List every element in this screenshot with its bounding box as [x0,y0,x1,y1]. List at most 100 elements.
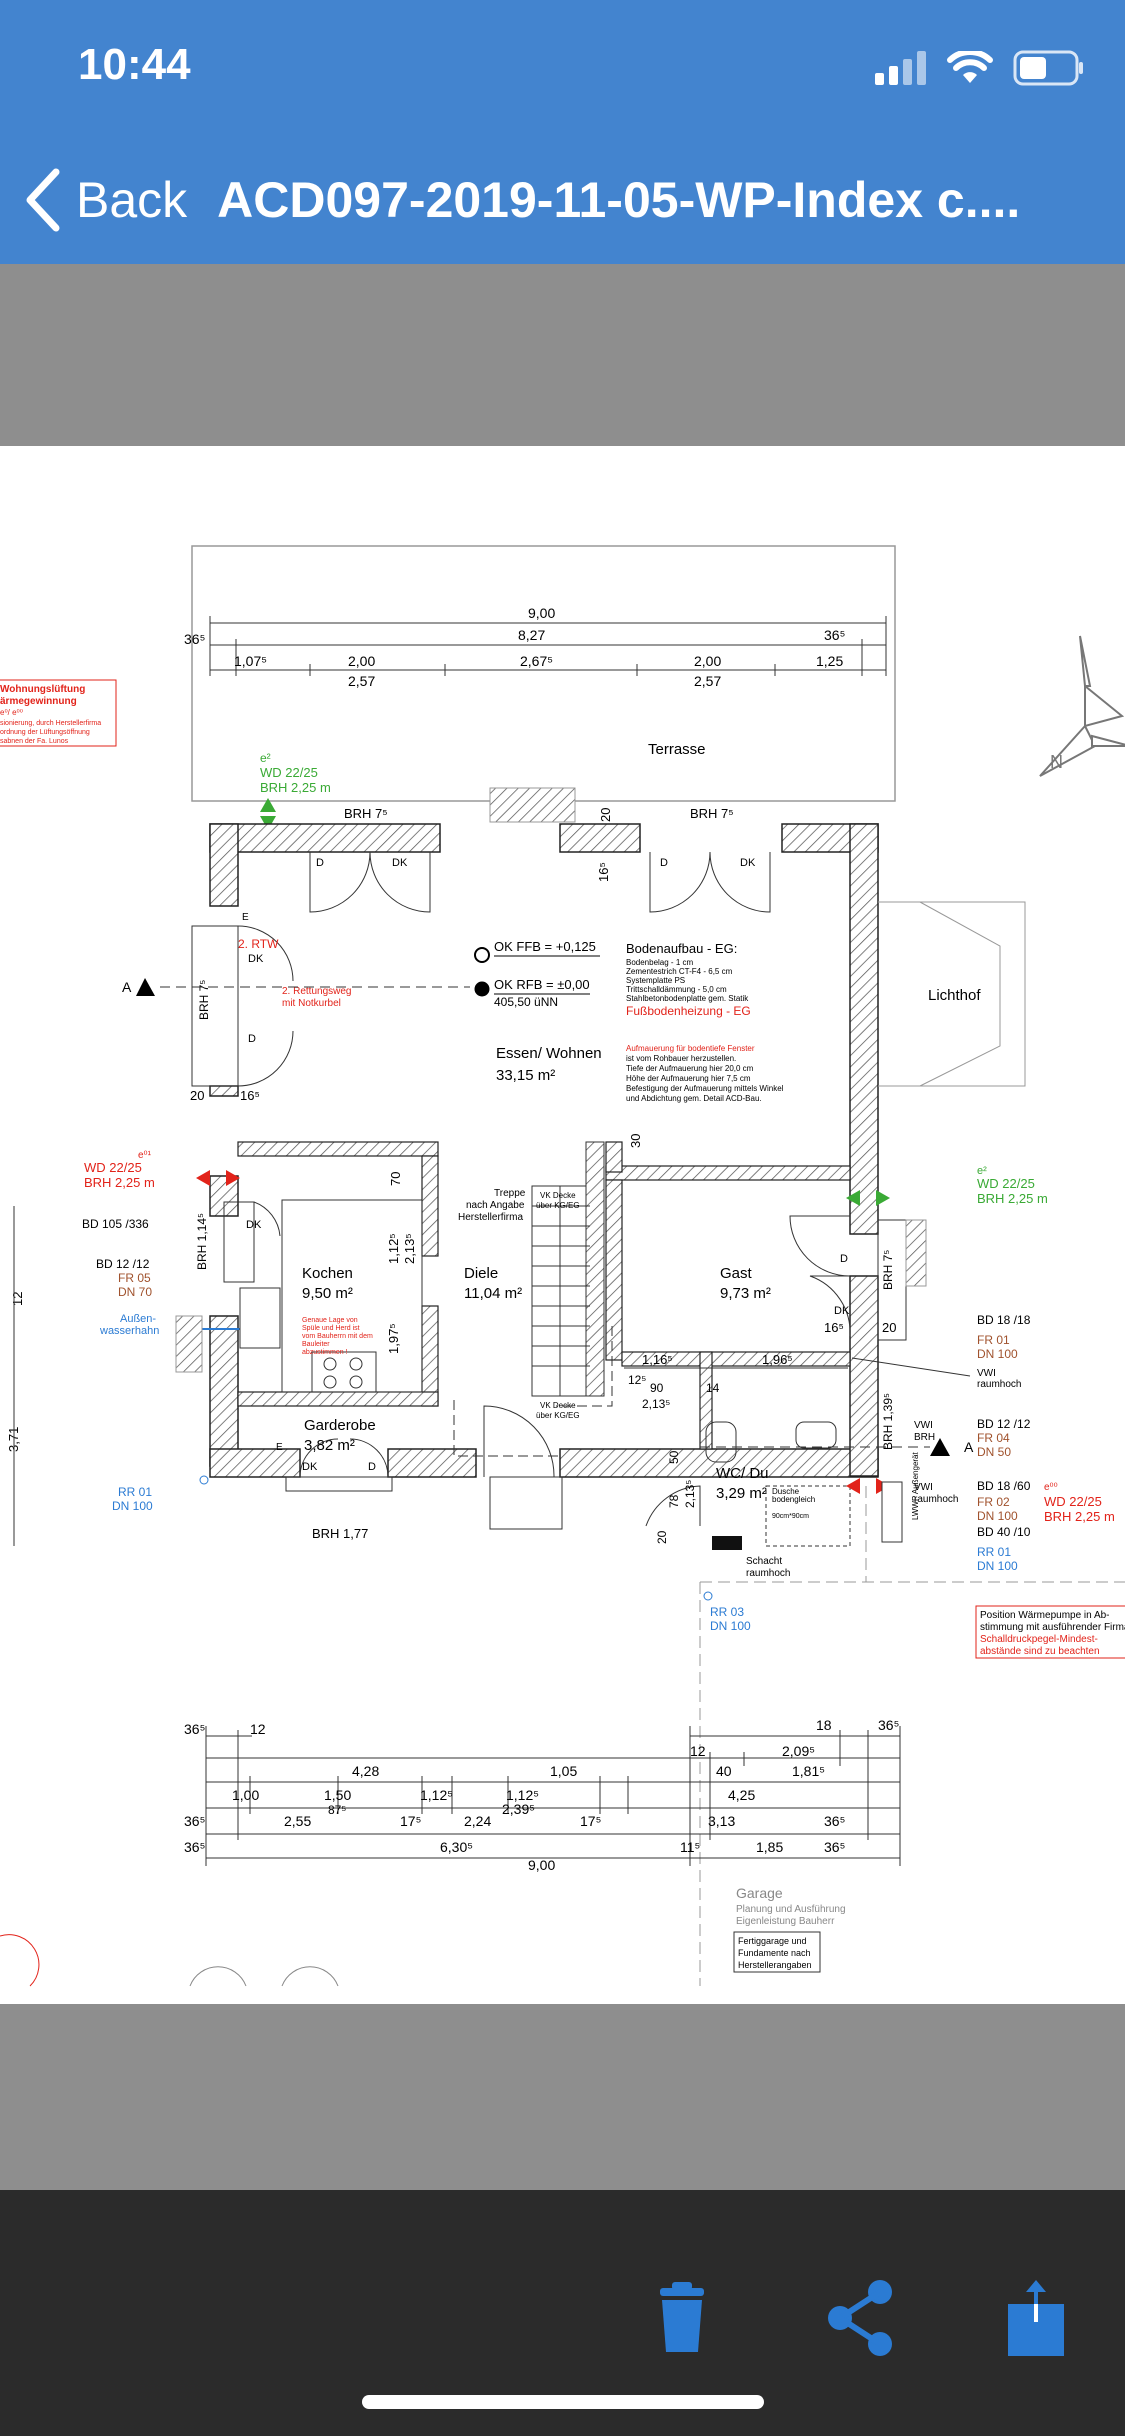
lichthof-outline [878,901,1026,1087]
ok-ffb-marker [474,947,490,963]
back-button[interactable]: Back [24,168,187,232]
room-essen-name: Essen/ Wohnen [496,1045,602,1062]
compass-icon: N [1039,635,1125,777]
dim-top-125: 1,25 [816,653,843,669]
dimension-lines-bottom [205,1726,901,1866]
dim-b-r4-365b: 36⁵ [824,1813,845,1829]
left-aussen1: Außen- [120,1313,156,1325]
dim-b-428: 4,28 [352,1763,379,1779]
left-bd12: BD 12 /12 [96,1257,150,1271]
dim-b-100: 1,00 [232,1787,259,1803]
wifi-icon [947,51,993,83]
dim-197: 1,97⁵ [386,1323,401,1354]
brh75-top-a: BRH 7⁵ [344,806,388,821]
dim-top-200b: 2,00 [694,653,721,669]
dim-112: 1,12⁵ [386,1233,401,1264]
export-button[interactable] [996,2278,1076,2358]
delete-button[interactable] [642,2278,722,2358]
treppe-3: Herstellerfirma [458,1212,523,1223]
nav-bar: Back ACD097-2019-11-05-WP-Index c.... [0,160,1125,240]
right-bd4010: BD 40 /10 [977,1525,1031,1539]
share-button[interactable] [820,2278,900,2358]
dim-b-255: 2,55 [284,1813,311,1829]
vk-decke2-b: über KG/EG [536,1411,580,1420]
kitchen-note-4: Bauleiter [302,1341,330,1348]
kitchen-note-1: Genaue Lage von [302,1317,358,1324]
section-marker-a2 [930,1438,950,1456]
left-dn100: DN 100 [112,1499,153,1513]
right-dn100b: DN 100 [977,1509,1018,1523]
entry-step [489,1476,563,1530]
dim-top-900: 9,00 [528,605,555,621]
dim-20-wc: 20 [655,1530,669,1544]
treppe-2: nach Angabe [466,1200,525,1211]
signal-icon [875,51,926,85]
right-lwwp: LWWP Außengerät [911,1451,920,1520]
vk-decke1-a: VK Decke [540,1191,576,1200]
dim-b-105: 1,05 [550,1763,577,1779]
schacht-2: raumhoch [746,1568,790,1579]
gast-door [789,1215,851,1277]
shaft [712,1536,742,1550]
dim-b-313: 3,13 [708,1813,735,1829]
pdf-page[interactable]: Terrasse 9,00 8,27 36⁵ 36⁵ 1,07⁵ 2,00 2,… [0,446,1125,2004]
nn-level: 405,50 üNN [494,995,558,1009]
left-aussen2: wasserhahn [99,1325,159,1337]
rtw-swing [237,925,294,1087]
right-e2: e² [977,1165,987,1177]
wp-note-2: stimmung mit ausführender Firma [980,1622,1125,1633]
dim-b-12b: 12 [690,1743,706,1759]
dim-b-181: 1,81⁵ [792,1763,825,1779]
svg-text:N: N [1050,752,1063,772]
right-dn100a: DN 100 [977,1347,1018,1361]
outdoor-faucet [175,1315,203,1373]
lichthof-label: Lichthof [928,987,981,1004]
dim-213b: 2,13⁵ [642,1397,670,1411]
arrow-red-right [846,1478,890,1494]
right-bd1818: BD 18 /18 [977,1313,1031,1327]
right-e00: e⁰⁰ [1044,1482,1058,1493]
label-e2: E [276,1442,283,1453]
bodenaufbau-l5: Stahlbetonbodenplatte gem. Statik [626,994,749,1003]
room-kochen-name: Kochen [302,1265,353,1282]
bottom-gray-area [0,2004,1125,2190]
garderobe-dk: DK [302,1461,318,1473]
gast-dk: DK [834,1305,850,1317]
dim-20-gast: 20 [882,1320,896,1335]
dim-top-36b: 36⁵ [824,627,845,643]
left-bd105: BD 105 /336 [82,1217,149,1231]
brh177: BRH 1,77 [312,1526,368,1541]
header-bar: 10:44 Back ACD097-2019-11-05-WP-Index c.… [0,0,1125,264]
dim-30: 30 [628,1134,643,1148]
dim-b-175: 17⁵ [400,1813,421,1829]
dim-top-107: 1,07⁵ [234,653,267,669]
left-brh114: BRH 1,14⁵ [195,1213,209,1270]
export-icon [1008,2280,1064,2356]
aufmauerung-2: ist vom Rohbauer herzustellen. [626,1054,736,1063]
right-fr01: FR 01 [977,1333,1010,1347]
room-wc-name: WC/ Du [716,1465,769,1482]
home-indicator [362,2395,764,2409]
dim-b-185: 1,85 [756,1839,783,1855]
dim-116: 1,16⁵ [642,1352,673,1367]
chevron-left-icon [26,168,60,232]
garage-l1: Planung und Ausführung [736,1904,846,1915]
garage-title: Garage [736,1885,783,1901]
kitchen-note-5: abzustimmen ! [302,1349,348,1356]
dim-213a: 2,13⁵ [402,1233,417,1264]
garage-l2: Eigenleistung Bauherr [736,1916,835,1927]
schacht-1: Schacht [746,1556,782,1567]
right-dn100c: DN 100 [977,1559,1018,1573]
trash-icon [660,2282,704,2352]
ok-rfb: OK RFB = ±0,00 [494,977,590,992]
arrow-green-top [260,798,276,830]
dusche-2: bodengleich [772,1495,815,1504]
terrace-label: Terrasse [648,741,706,758]
right-vwi1b: raumhoch [977,1379,1021,1390]
dim-b-209: 2,09⁵ [782,1743,815,1759]
room-kochen-area: 9,50 m² [302,1285,353,1302]
terrace-outline [191,545,896,802]
rtw-label: 2. RTW [238,937,279,951]
dim-196: 1,96⁵ [762,1352,793,1367]
right-vwibrh-a: VWI [914,1420,933,1431]
